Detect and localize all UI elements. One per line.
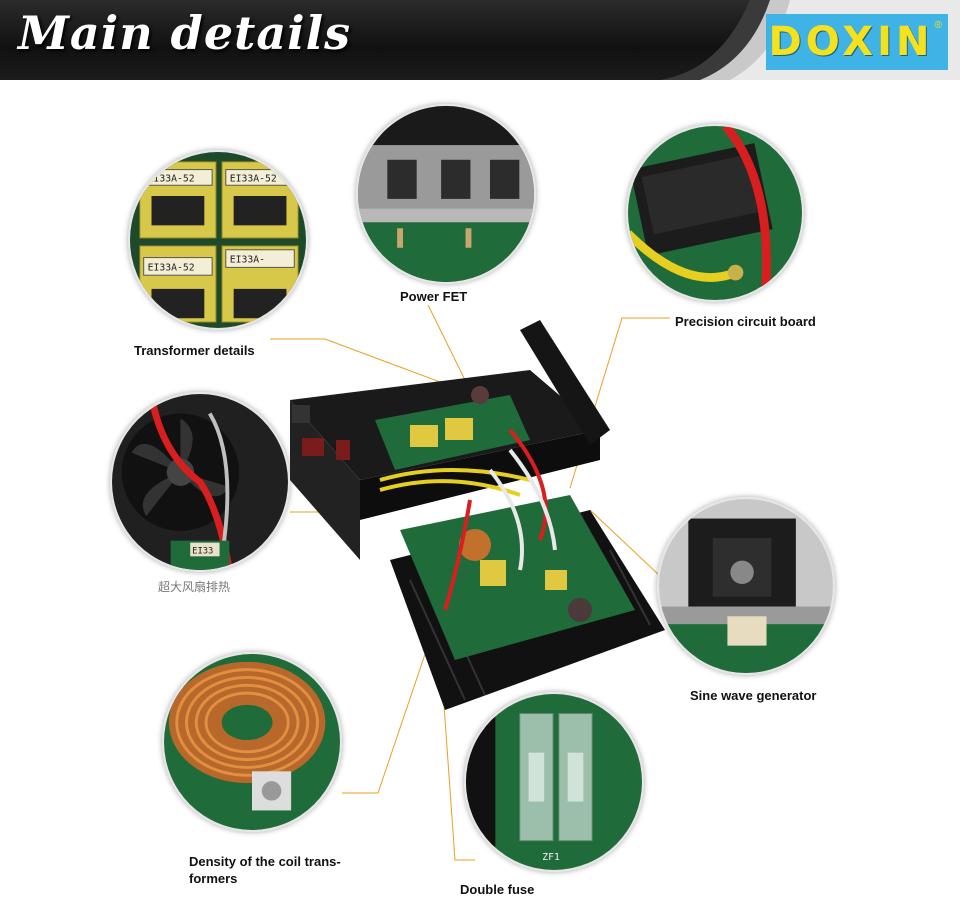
transformer-tag-4: EI33A- <box>230 254 265 265</box>
label-fan-heat-dissipation: 超大风扇排热 <box>158 580 231 594</box>
device-terminals <box>292 405 350 460</box>
device-wiring <box>379 428 557 611</box>
fan-closeup-photo: EI33 <box>110 392 290 572</box>
transformer-tag-1: EI33A-52 <box>148 173 195 184</box>
transformer-tag-2: EI33A-52 <box>230 173 277 184</box>
fan-tag: EI33 <box>192 546 213 556</box>
fuse-tag: ZF1 <box>542 852 560 863</box>
page-title: Main details <box>18 6 351 60</box>
inverter-device-photo <box>290 320 665 710</box>
label-transformer-details: Transformer details <box>134 343 255 358</box>
label-power-fet: Power FET <box>400 289 468 304</box>
transformer-closeup-photo: EI33A-52 EI33A-52 EI33A-52 EI33A- <box>128 150 308 330</box>
label-coil-density-line2: formers <box>189 871 238 886</box>
device-main-board <box>375 386 635 660</box>
relay-closeup-photo <box>626 124 804 302</box>
label-double-fuse: Double fuse <box>460 882 535 897</box>
power-fet-closeup-photo <box>356 104 536 284</box>
label-sine-wave-generator: Sine wave generator <box>690 688 817 703</box>
sine-wave-closeup-photo <box>657 497 835 675</box>
transformer-tag-3: EI33A-52 <box>148 262 195 273</box>
header-bar: Main details DOXIN ® <box>0 0 960 80</box>
label-precision-circuit-board: Precision circuit board <box>675 314 816 329</box>
brand-logo: DOXIN ® <box>766 14 948 70</box>
registered-mark: ® <box>934 20 942 31</box>
brand-name: DOXIN <box>768 19 934 65</box>
label-coil-density-line1: Density of the coil trans- <box>189 854 341 869</box>
coil-closeup-photo <box>162 652 342 832</box>
